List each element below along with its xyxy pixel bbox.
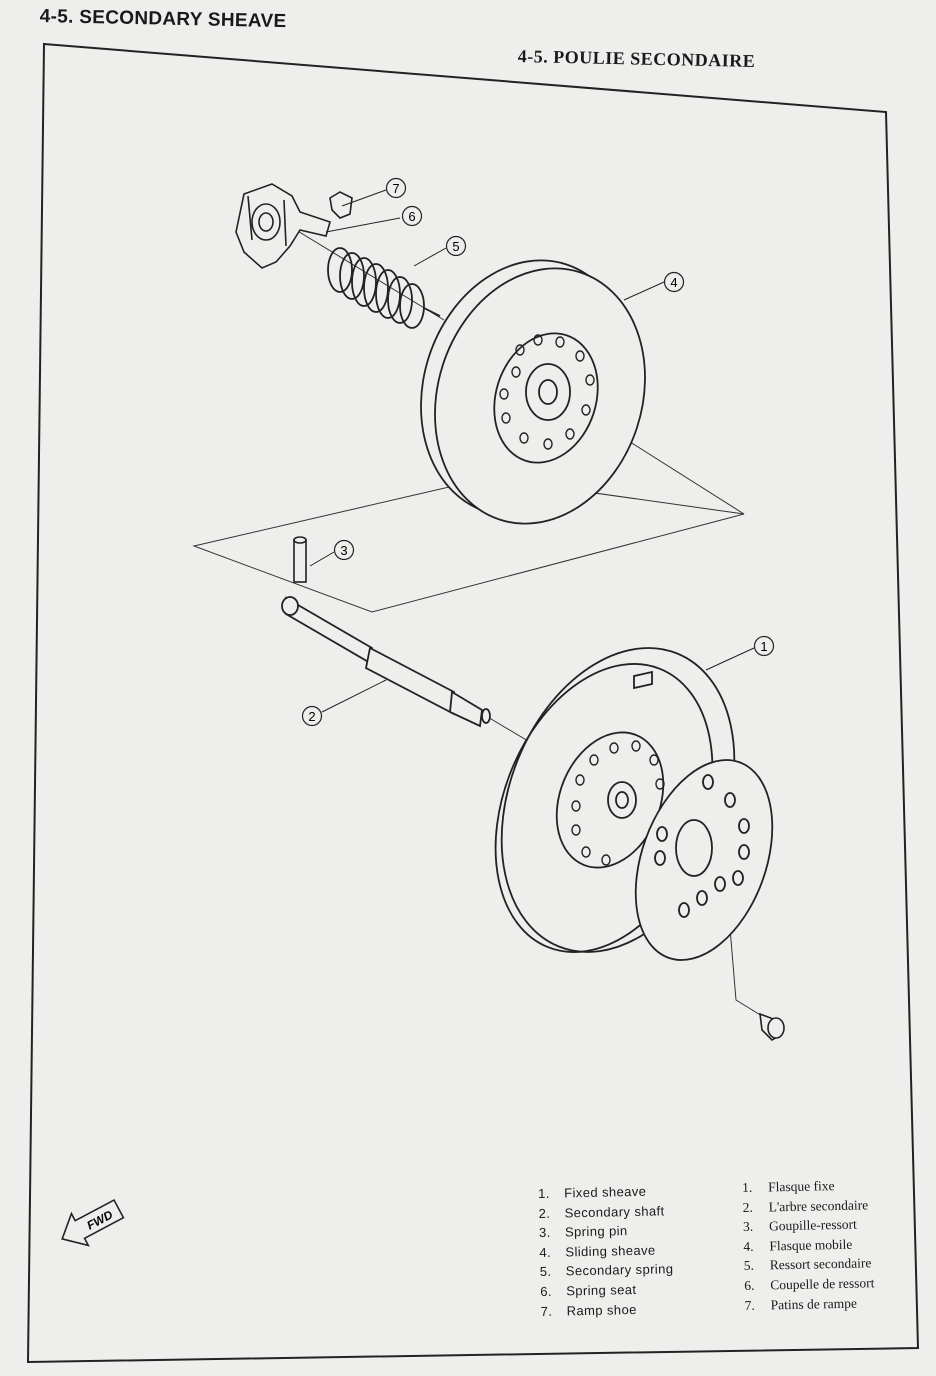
sliding-sheave bbox=[420, 259, 646, 525]
legend-label: Ramp shoe bbox=[566, 1301, 637, 1318]
spring-pin bbox=[293, 536, 307, 583]
legend-item: 5. Ressort secondaire bbox=[744, 1254, 875, 1276]
legend-label: Sliding sheave bbox=[565, 1242, 656, 1260]
legend-label: Patins de rampe bbox=[770, 1295, 858, 1312]
secondary-shaft bbox=[281, 596, 491, 728]
legend-num: 7. bbox=[540, 1303, 553, 1319]
callout-4-text: 4 bbox=[670, 275, 677, 290]
legend-label: Goupille-ressort bbox=[768, 1216, 857, 1234]
cam-plate bbox=[634, 759, 774, 961]
legend-num: 6. bbox=[744, 1277, 755, 1293]
legend-num: 3. bbox=[742, 1218, 754, 1235]
legend-num: 4. bbox=[539, 1244, 552, 1260]
callout-1-text: 1 bbox=[760, 639, 767, 654]
legend-num: 1. bbox=[538, 1185, 551, 1201]
legend-item: 4. Flasque mobile bbox=[743, 1234, 874, 1256]
legend-num: 1. bbox=[742, 1179, 753, 1195]
legend-item: 6. Coupelle de ressort bbox=[744, 1273, 875, 1295]
legend-label: Ressort secondaire bbox=[769, 1255, 872, 1273]
callout-5: 5 bbox=[445, 235, 467, 257]
legend-label: Flasque fixe bbox=[768, 1178, 835, 1195]
legend-num: 4. bbox=[743, 1238, 754, 1254]
callout-2-text: 2 bbox=[308, 709, 315, 724]
legend-item: 5. Secondary spring bbox=[540, 1260, 674, 1282]
callout-5-text: 5 bbox=[452, 239, 459, 254]
fixed-sheave-holes bbox=[571, 740, 665, 866]
legend-label: Spring seat bbox=[566, 1281, 637, 1299]
legend-label: Secondary spring bbox=[565, 1261, 674, 1279]
callout-6: 6 bbox=[401, 205, 423, 227]
bolt bbox=[759, 1012, 785, 1042]
legend-item: 2. L'arbre secondaire bbox=[742, 1195, 873, 1217]
callout-7: 7 bbox=[385, 177, 407, 199]
legend-french: 1. Flasque fixe 2. L'arbre secondaire 3. Go… bbox=[742, 1175, 875, 1315]
legend-item: 2. Secondary shaft bbox=[538, 1201, 672, 1223]
leader-lines bbox=[309, 189, 755, 713]
callout-3-text: 3 bbox=[340, 543, 347, 558]
legend-label: Coupelle de ressort bbox=[770, 1275, 875, 1293]
secondary-spring bbox=[327, 247, 441, 329]
legend-item: 7. Patins de rampe bbox=[744, 1293, 875, 1315]
callout-2: 2 bbox=[301, 705, 323, 727]
legend-num: 5. bbox=[743, 1258, 755, 1274]
legend-label: L'arbre secondaire bbox=[768, 1196, 869, 1215]
legend-label: Secondary shaft bbox=[564, 1202, 665, 1221]
legend-english: 1. Fixed sheave 2. Secondary shaft 3. Sprin… bbox=[538, 1181, 674, 1321]
legend-label: Spring pin bbox=[564, 1223, 628, 1240]
legend-label: Fixed sheave bbox=[564, 1183, 647, 1201]
legend-item: 7. Ramp shoe bbox=[540, 1299, 674, 1321]
callout-6-text: 6 bbox=[408, 209, 415, 224]
legend-num: 5. bbox=[539, 1264, 552, 1280]
callout-7-text: 7 bbox=[392, 181, 399, 196]
ramp-shoe-part bbox=[329, 191, 353, 219]
spring-seat-part bbox=[235, 183, 331, 269]
callout-4: 4 bbox=[663, 271, 685, 293]
fwd-arrow-icon: FWD bbox=[61, 1198, 125, 1247]
legend-num: 2. bbox=[538, 1205, 551, 1221]
sliding-sheave-holes bbox=[499, 334, 595, 450]
legend-item: 3. Goupille-ressort bbox=[743, 1214, 874, 1236]
legend-item: 1. Flasque fixe bbox=[742, 1175, 873, 1197]
legend-label: Flasque mobile bbox=[769, 1236, 853, 1254]
diagram-frame bbox=[26, 42, 920, 1364]
callout-1: 1 bbox=[753, 635, 775, 657]
callout-3: 3 bbox=[333, 539, 355, 561]
legend-num: 2. bbox=[742, 1199, 753, 1215]
legend-num: 6. bbox=[540, 1283, 553, 1299]
legend-num: 7. bbox=[744, 1297, 755, 1313]
legend-num: 3. bbox=[538, 1224, 551, 1241]
